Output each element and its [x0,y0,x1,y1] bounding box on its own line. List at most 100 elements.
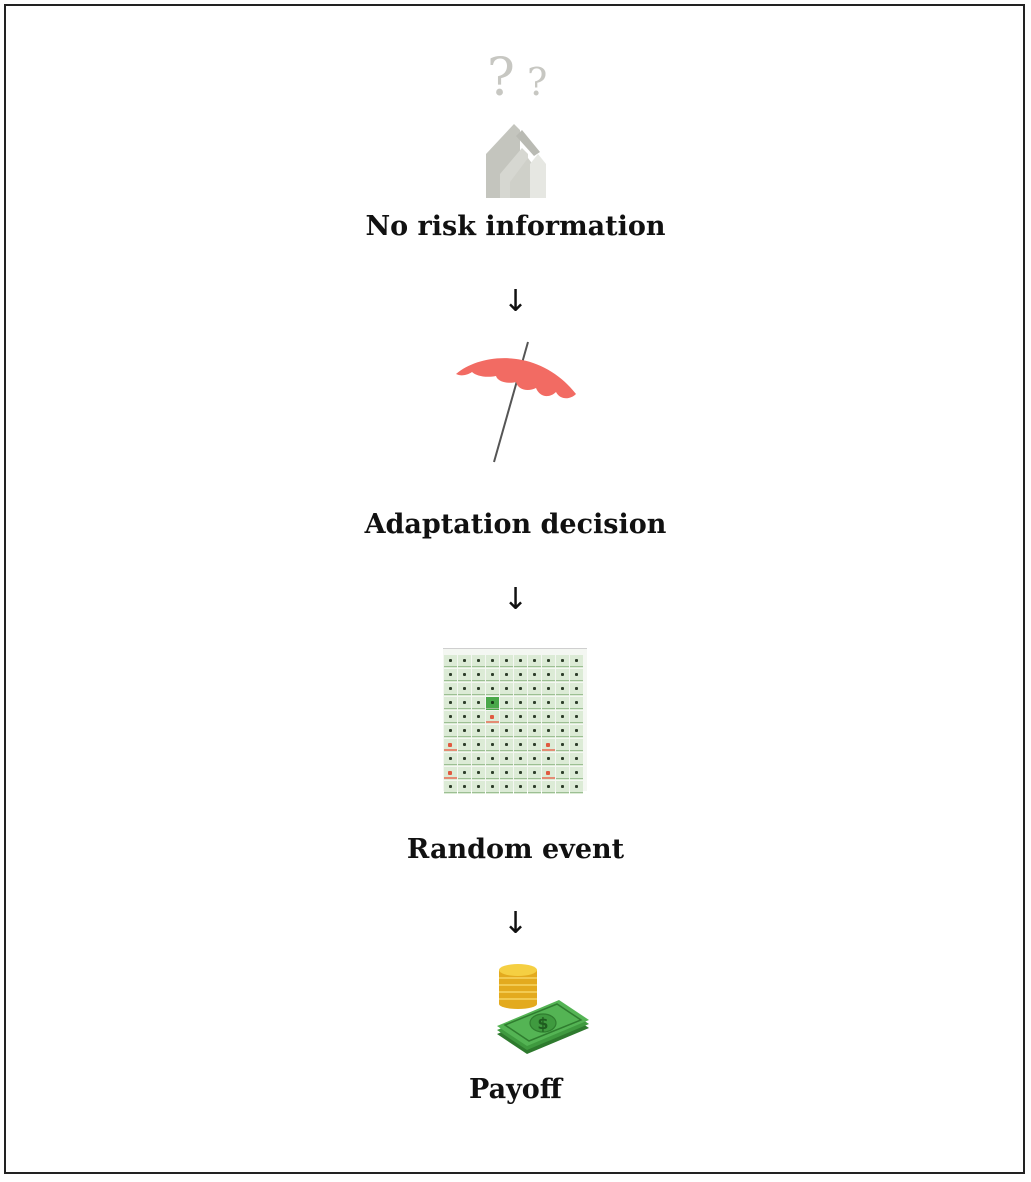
house-marker-icon [505,701,508,704]
house-marker-icon [519,687,522,690]
house-marker-icon [561,701,564,704]
question-mark-small: ? [527,60,547,104]
grid-cell [472,725,485,738]
grid-cell [514,697,527,710]
house-marker-icon [533,757,536,760]
house-marker-icon [491,687,494,690]
grid-cell [556,781,569,794]
house-marker-icon [477,771,480,774]
house-marker-icon [575,715,578,718]
house-marker-icon [491,771,494,774]
house-marker-icon [575,757,578,760]
dollar-sign-icon: $ [537,1014,548,1033]
house-marker-icon [463,729,466,732]
house-marker-icon [477,673,480,676]
house-marker-icon [533,785,536,788]
house-marker-icon [561,743,564,746]
grid-cell [486,767,499,780]
grid-cell [570,683,583,696]
grid-cell-hit [486,711,499,724]
grid-cell [486,683,499,696]
house-marker-icon [477,659,480,662]
house-marker-icon [477,757,480,760]
grid-cell [458,781,471,794]
house-marker-icon [561,687,564,690]
grid-cell-hit [542,767,555,780]
house-marker-icon [491,757,494,760]
house-marker-icon [519,771,522,774]
event-grid [444,655,583,794]
grid-cell [500,767,513,780]
grid-cell [528,655,541,668]
grid-cell [570,753,583,766]
grid-cell [486,725,499,738]
grid-cell [528,725,541,738]
grid-cell [514,711,527,724]
grid-cell [514,767,527,780]
grid-cell [570,669,583,682]
grid-cell [556,725,569,738]
house-marker-icon [449,715,452,718]
house-marker-icon [519,701,522,704]
grid-cell [570,781,583,794]
step-label-no-risk-information: No risk information [0,210,1031,244]
house-marker-icon [463,785,466,788]
arrow-down-icon: ↓ [0,583,1031,617]
grid-cell [528,711,541,724]
house-marker-icon [575,701,578,704]
grid-cell [570,655,583,668]
house-marker-icon [561,757,564,760]
grid-cell [444,725,457,738]
grid-cell [514,669,527,682]
grid-cell [500,697,513,710]
grid-cell [444,753,457,766]
grid-cell [556,711,569,724]
step-label-adaptation-decision: Adaptation decision [0,508,1031,542]
grid-cell [486,753,499,766]
house-marker-icon [449,659,452,662]
grid-cell [486,669,499,682]
house-marker-icon [448,771,452,775]
grid-cell [528,767,541,780]
step-label-random-event: Random event [0,833,1031,867]
house-marker-icon [547,659,550,662]
house-marker-icon [575,785,578,788]
house-marker-icon [547,715,550,718]
grid-cell [514,683,527,696]
grid-cell [514,739,527,752]
house-marker-icon [561,729,564,732]
house-marker-icon [533,729,536,732]
house-marker-icon [477,743,480,746]
house-marker-icon [505,771,508,774]
grid-cell [528,739,541,752]
house-marker-icon [519,743,522,746]
grid-cell [472,781,485,794]
house-marker-icon [533,715,536,718]
grid-cell [500,725,513,738]
grid-cell [556,655,569,668]
house-marker-icon [533,701,536,704]
grid-cell [458,767,471,780]
grid-cell [542,697,555,710]
grid-cell [486,739,499,752]
grid-cell [444,711,457,724]
step-label-payoff: Payoff [0,1073,1031,1107]
grid-cell [514,781,527,794]
grid-cell [444,697,457,710]
house-marker-icon [491,785,494,788]
house-marker-icon [519,715,522,718]
house-marker-icon [490,715,494,719]
grid-cell [500,711,513,724]
grid-cell [542,725,555,738]
grid-cell [472,753,485,766]
house-marker-icon [575,729,578,732]
grid-cell [472,697,485,710]
house-marker-icon [477,729,480,732]
house-marker-icon [463,701,466,704]
house-marker-icon [519,659,522,662]
house-marker-icon [505,757,508,760]
house-marker-icon [547,757,550,760]
money-icon: $ [493,958,593,1058]
grid-cell [500,739,513,752]
grid-cell [570,767,583,780]
